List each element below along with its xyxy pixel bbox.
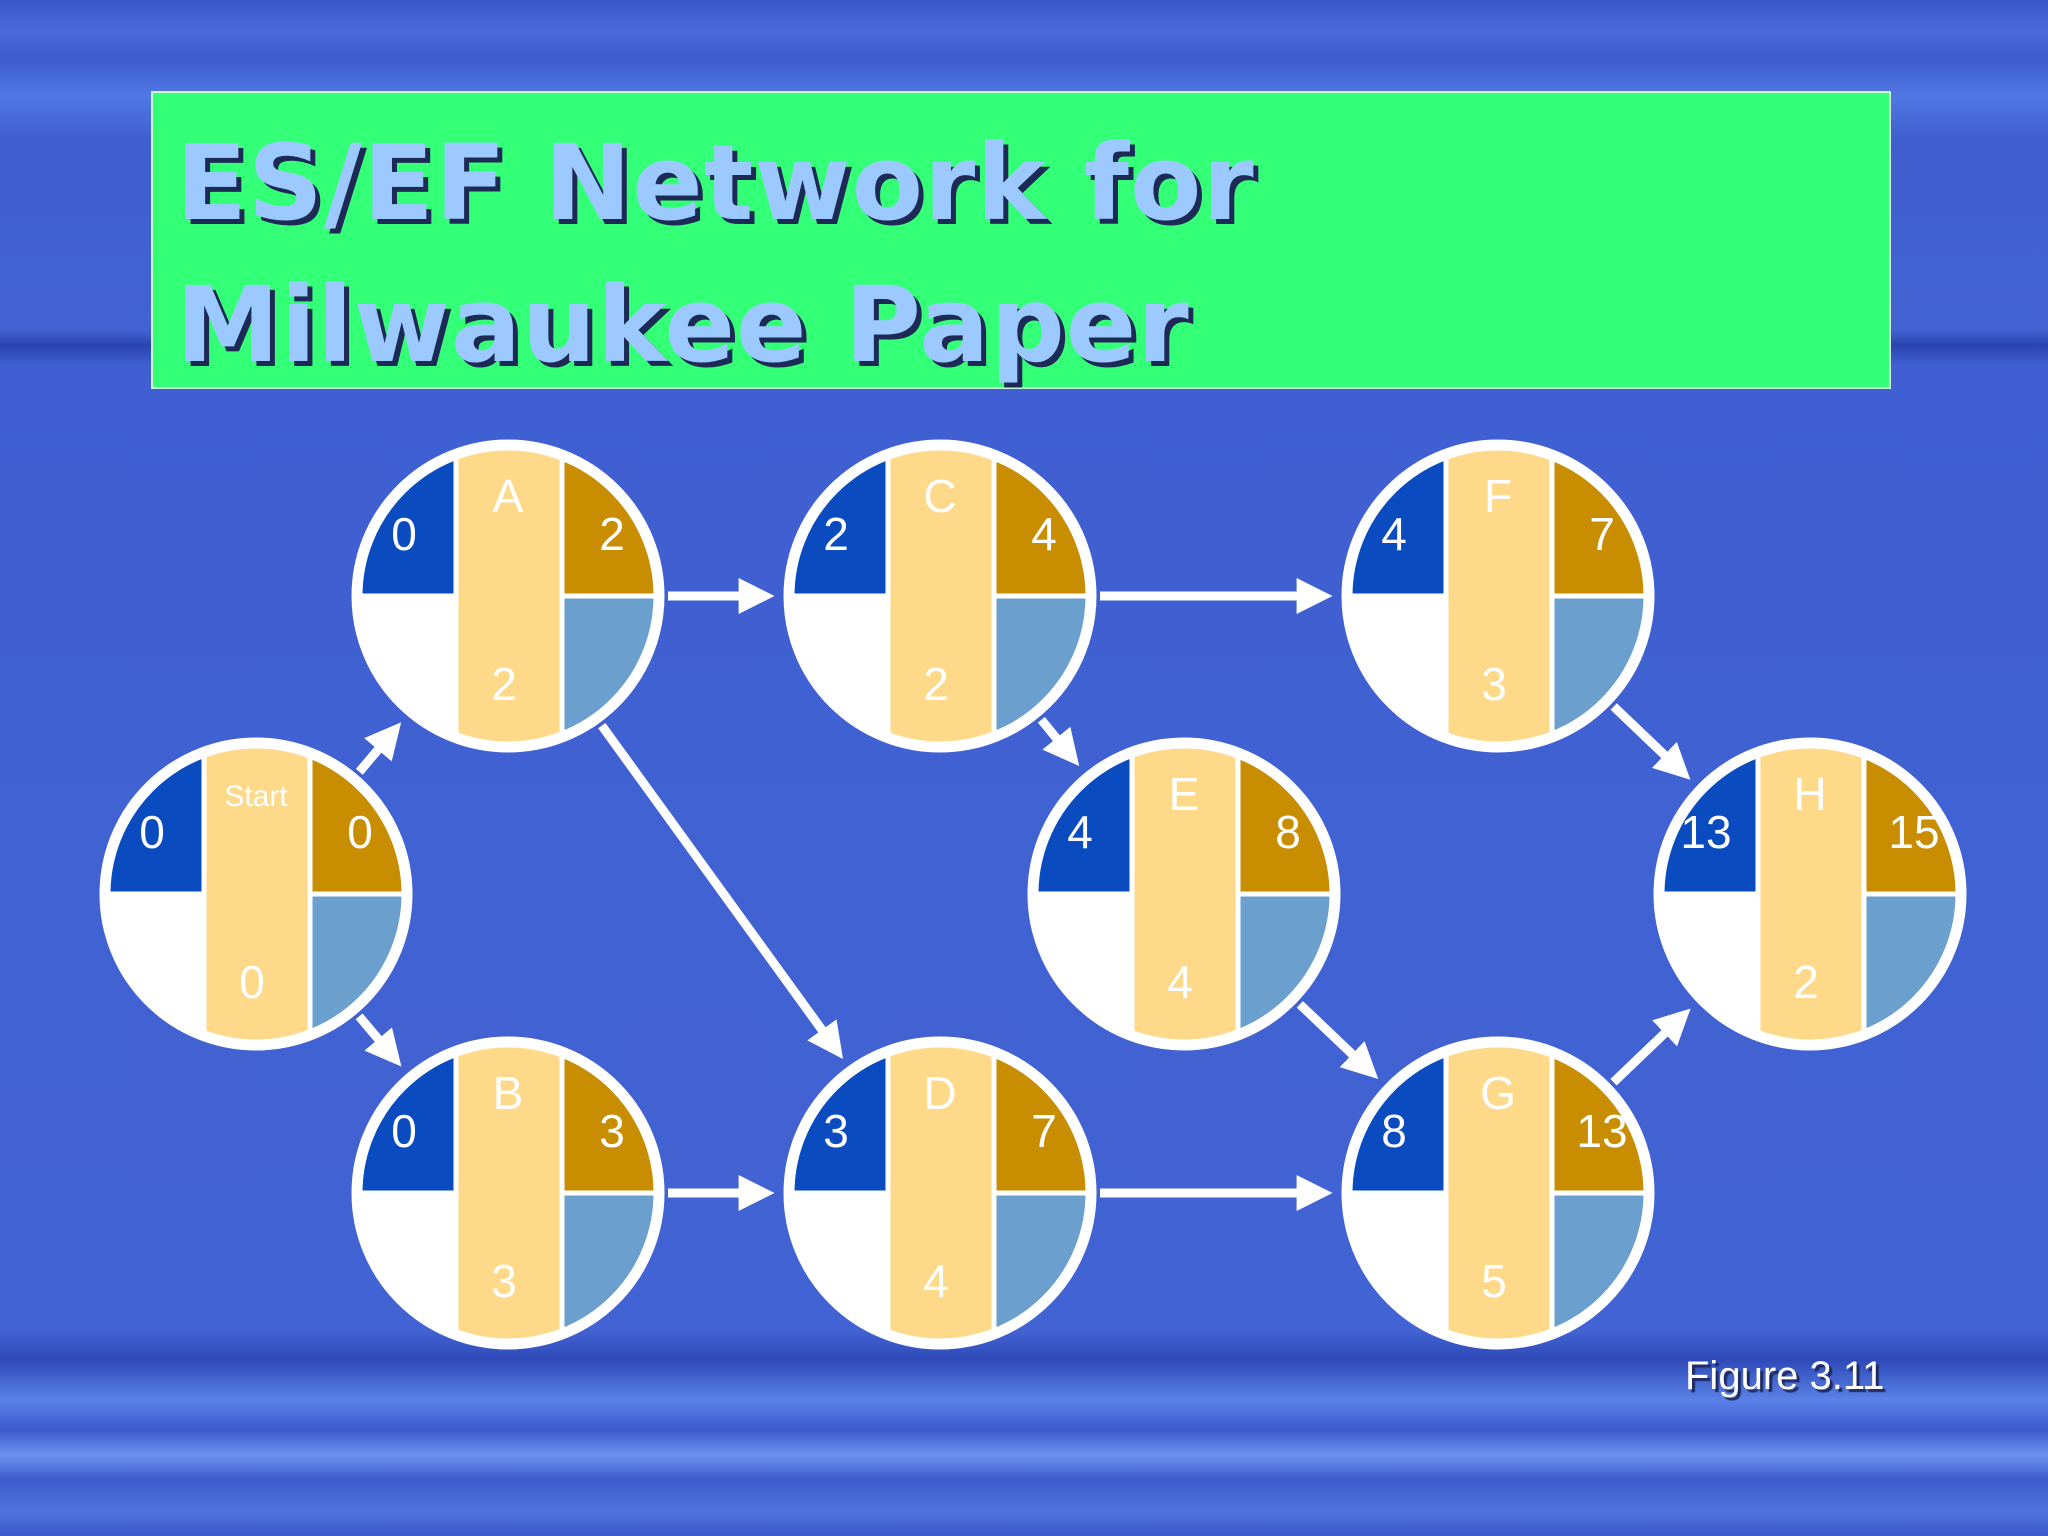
slide-title: ES/EF Network for Milwaukee Paper — [176, 122, 1255, 386]
es-value: 13 — [1680, 806, 1731, 858]
es-value: 4 — [1381, 508, 1407, 560]
activity-band — [1134, 744, 1236, 1044]
node-ring — [1027, 737, 1341, 1051]
es-value: 0 — [391, 1105, 417, 1157]
activity-node-start: Start 0 0 0 — [99, 737, 413, 1051]
ef-value: 7 — [1589, 508, 1615, 560]
activity-node-b: B 0 3 3 — [351, 1036, 665, 1350]
duration-value: 2 — [1793, 956, 1819, 1008]
ef-value: 15 — [1888, 806, 1939, 858]
node-ring — [783, 1036, 1097, 1350]
duration-value: 4 — [1167, 956, 1193, 1008]
activity-name: H — [1793, 768, 1826, 820]
duration-value: 3 — [491, 1255, 517, 1307]
activity-band — [458, 446, 560, 746]
es-value: 3 — [823, 1105, 849, 1157]
activity-band — [206, 744, 308, 1044]
arrow-a-to-d — [598, 722, 844, 1060]
duration-value: 0 — [239, 956, 265, 1008]
arrow-c-to-e — [1037, 716, 1080, 767]
es-value: 8 — [1381, 1105, 1407, 1157]
ef-value: 3 — [599, 1105, 625, 1157]
es-value: 4 — [1067, 806, 1093, 858]
activity-name: A — [493, 470, 524, 522]
ef-value: 0 — [347, 806, 373, 858]
ef-value: 13 — [1576, 1105, 1627, 1157]
activity-name: Start — [224, 780, 288, 813]
activity-node-d: D 3 7 4 — [783, 1036, 1097, 1350]
title-box — [151, 91, 1891, 389]
duration-value: 3 — [1481, 658, 1507, 710]
activity-name: C — [923, 470, 956, 522]
es-value: 0 — [391, 508, 417, 560]
activity-name: E — [1169, 768, 1200, 820]
activity-name: D — [923, 1067, 956, 1119]
activity-node-h: H 13 15 2 — [1653, 737, 1967, 1051]
arrow-f-to-h — [1610, 703, 1691, 780]
node-ring — [1341, 1036, 1655, 1350]
arrow-start-to-a — [355, 722, 402, 775]
activity-node-a: A 0 2 2 — [351, 439, 665, 753]
activity-node-g: G 8 13 5 — [1341, 1036, 1655, 1350]
figure-caption: Figure 3.11 — [1685, 1354, 1885, 1398]
duration-value: 2 — [491, 658, 517, 710]
duration-value: 4 — [923, 1255, 949, 1307]
activity-band — [1760, 744, 1862, 1044]
node-ring — [351, 439, 665, 753]
ef-value: 7 — [1031, 1105, 1057, 1157]
node-ring — [99, 737, 413, 1051]
activity-band — [1448, 446, 1550, 746]
activity-name: G — [1480, 1067, 1516, 1119]
activity-node-f: F 4 7 3 — [1341, 439, 1655, 753]
activity-band — [1448, 1043, 1550, 1343]
node-ring — [1653, 737, 1967, 1051]
duration-value: 2 — [923, 658, 949, 710]
ef-value: 2 — [599, 508, 625, 560]
activity-name: B — [493, 1067, 524, 1119]
activity-name: F — [1484, 470, 1512, 522]
ef-value: 4 — [1031, 508, 1057, 560]
arrow-e-to-g — [1296, 1001, 1379, 1079]
activity-node-c: C 2 4 2 — [783, 439, 1097, 753]
es-value: 0 — [139, 806, 165, 858]
ef-value: 8 — [1275, 806, 1301, 858]
activity-band — [890, 446, 992, 746]
es-value: 2 — [823, 508, 849, 560]
activity-band — [458, 1043, 560, 1343]
node-ring — [1341, 439, 1655, 753]
arrow-g-to-h — [1610, 1008, 1691, 1086]
activity-band — [890, 1043, 992, 1343]
node-ring — [783, 439, 1097, 753]
duration-value: 5 — [1481, 1255, 1507, 1307]
node-ring — [351, 1036, 665, 1350]
activity-node-e: E 4 8 4 — [1027, 737, 1341, 1051]
arrow-start-to-b — [355, 1013, 402, 1067]
